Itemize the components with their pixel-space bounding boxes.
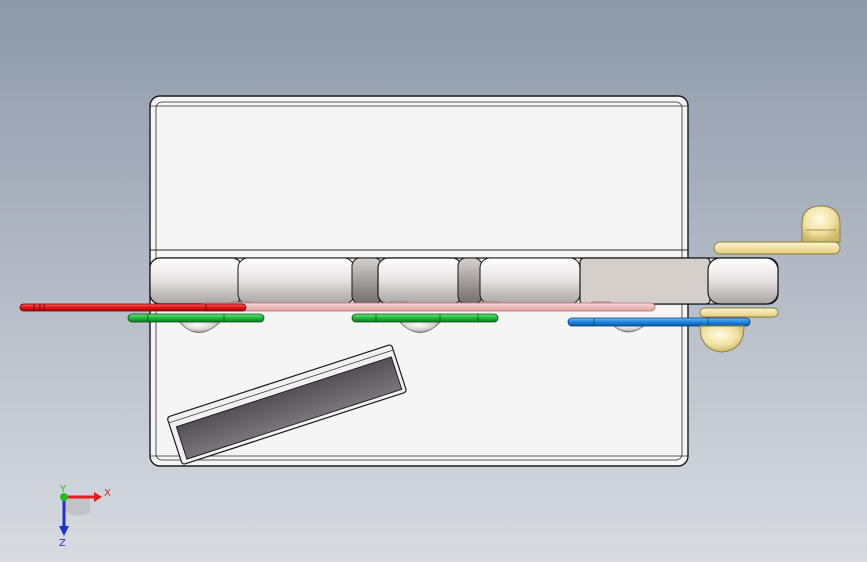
yellow-knob bbox=[801, 205, 841, 243]
red-pin[interactable] bbox=[19, 303, 247, 312]
x-axis-label: X bbox=[104, 488, 111, 499]
hinge-band[interactable] bbox=[149, 257, 779, 305]
hinge-knuckle bbox=[707, 257, 779, 305]
blue-clip[interactable] bbox=[567, 317, 751, 327]
yellow-lever[interactable] bbox=[699, 205, 841, 353]
green-clip-left[interactable] bbox=[127, 313, 265, 323]
green-clip-middle[interactable] bbox=[351, 313, 499, 323]
y-axis-dot bbox=[60, 493, 68, 501]
yellow-dome-lower bbox=[699, 325, 745, 353]
angled-panel[interactable] bbox=[167, 344, 407, 465]
y-axis-label: Y bbox=[59, 484, 67, 495]
z-axis-label: Z bbox=[59, 538, 66, 549]
